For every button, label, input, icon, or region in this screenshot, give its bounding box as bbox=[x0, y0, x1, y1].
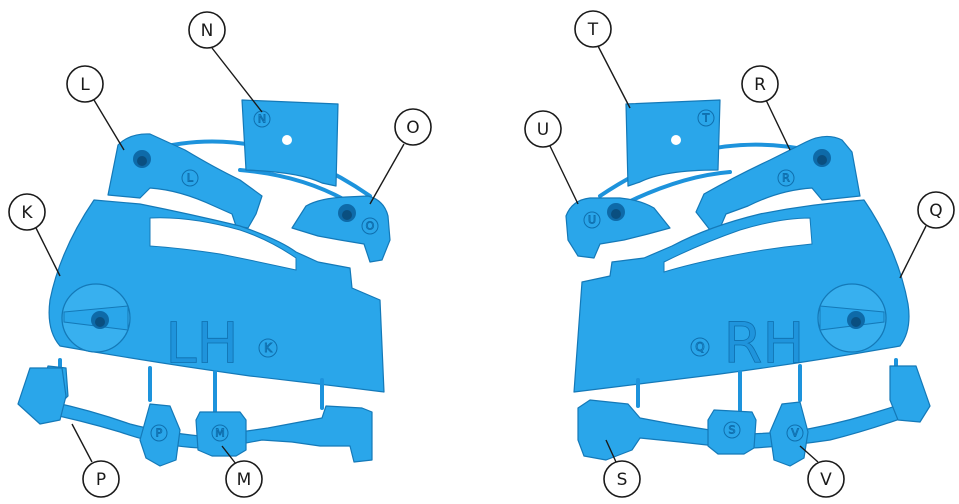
part-u: U bbox=[565, 197, 671, 259]
callout-k-label: K bbox=[21, 203, 33, 223]
callout-p: P bbox=[71, 423, 120, 498]
part-mark-n: N bbox=[258, 113, 266, 126]
callout-m: M bbox=[221, 445, 263, 498]
rh-side-label: RH bbox=[723, 312, 804, 377]
part-mark-r: R bbox=[782, 172, 790, 185]
part-mark-s: S bbox=[729, 424, 736, 437]
part-mark-p: P bbox=[156, 427, 163, 440]
callout-l-label: L bbox=[80, 75, 90, 95]
part-n: N bbox=[241, 99, 339, 187]
callout-s-label: S bbox=[617, 470, 628, 490]
callout-q: Q bbox=[899, 191, 955, 279]
callout-t: T bbox=[574, 10, 631, 109]
callout-t-label: T bbox=[587, 20, 599, 40]
callout-r-label: R bbox=[754, 75, 766, 95]
part-mark-q: Q bbox=[695, 340, 704, 354]
part-mark-m: M bbox=[215, 427, 225, 440]
lh-left-tab bbox=[17, 367, 67, 425]
part-o: O bbox=[291, 195, 391, 263]
callout-v-label: V bbox=[820, 470, 832, 490]
callout-o-label: O bbox=[406, 118, 419, 138]
part-p: P bbox=[139, 403, 181, 467]
callout-s: S bbox=[603, 439, 641, 498]
part-mark-k: K bbox=[264, 341, 273, 355]
part-mark-u: U bbox=[588, 214, 596, 227]
part-s: S bbox=[707, 409, 757, 455]
callout-v: V bbox=[799, 445, 845, 498]
part-mark-o: O bbox=[366, 220, 375, 233]
callout-m-label: M bbox=[237, 470, 252, 490]
part-l: L bbox=[107, 133, 263, 229]
part-v: V bbox=[769, 401, 809, 467]
lh-side-label: LH bbox=[165, 312, 238, 377]
part-mark-l: L bbox=[187, 172, 194, 185]
part-mark-v: V bbox=[791, 427, 799, 440]
callout-o: O bbox=[369, 108, 432, 205]
part-k: LH K bbox=[48, 199, 385, 393]
part-r: R bbox=[695, 135, 861, 231]
callout-q-label: Q bbox=[929, 201, 942, 221]
callout-u: U bbox=[524, 110, 579, 205]
callout-n: N bbox=[188, 11, 263, 113]
callout-l: L bbox=[66, 65, 125, 151]
callout-n-label: N bbox=[201, 21, 214, 41]
part-q: RH Q bbox=[573, 199, 910, 393]
callout-u-label: U bbox=[537, 120, 549, 140]
callout-r: R bbox=[741, 65, 791, 151]
rh-right-tab bbox=[889, 365, 931, 423]
part-mark-t: T bbox=[702, 112, 710, 125]
callout-k: K bbox=[8, 193, 61, 277]
callout-p-label: P bbox=[96, 470, 106, 490]
part-m: M bbox=[195, 411, 247, 457]
part-t: T bbox=[625, 99, 721, 187]
